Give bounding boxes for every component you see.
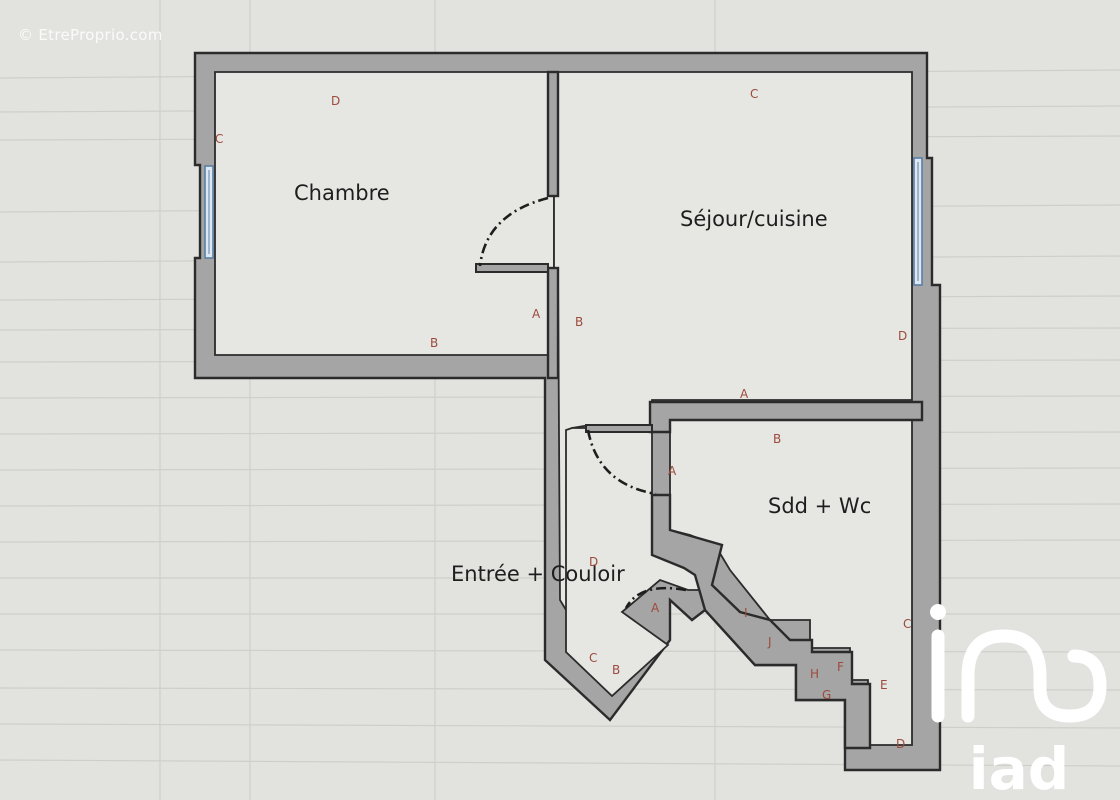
wall-letter: E (880, 678, 888, 692)
wall-letter: J (767, 635, 772, 649)
room-label-sdd: Sdd + Wc (768, 494, 871, 518)
wall-letter: B (575, 315, 583, 329)
room-label-chambre: Chambre (294, 181, 390, 205)
wall-letter: C (215, 132, 223, 146)
logo-mark (931, 629, 1107, 723)
wall-letters: D C B A C D B A B A C E D I J H G F D A … (215, 87, 911, 751)
room-labels: Chambre Séjour/cuisine Sdd + Wc Entrée +… (294, 181, 871, 586)
interior-walls (475, 70, 924, 750)
wall-letter: A (651, 601, 660, 615)
wall-letter: B (430, 336, 438, 350)
logo-dot (930, 604, 946, 620)
door-swing-sdd (624, 586, 687, 609)
wall-letter: D (898, 329, 907, 343)
wall-chambre-sejour (546, 70, 560, 198)
windows (204, 157, 923, 286)
watermark: © EtreProprio.com (18, 26, 163, 44)
iad-logo: iad (930, 604, 1107, 796)
door-swing-sejour (586, 429, 657, 496)
wall-letter: A (532, 307, 541, 321)
room-label-sejour: Séjour/cuisine (680, 207, 828, 231)
wall-letter: C (903, 617, 911, 631)
room-label-entree: Entrée + Couloir (451, 562, 625, 586)
wall-letter: B (612, 663, 620, 677)
wall-letter: A (740, 387, 749, 401)
wall-letter: D (589, 555, 598, 569)
door-stub-chambre (475, 263, 549, 273)
wall-letter: C (750, 87, 758, 101)
door-swings (478, 196, 687, 609)
wall-chambre-corridor (546, 266, 560, 380)
wall-letter: H (810, 667, 819, 681)
door-swing-chambre (478, 196, 549, 267)
room-chambre (214, 71, 555, 356)
wall-letter: F (837, 660, 844, 674)
door-stub-sejour (585, 424, 653, 433)
wall-letter: B (773, 432, 781, 446)
wall-sdd-corridor (650, 493, 872, 750)
wall-letter: C (589, 651, 597, 665)
rooms (214, 71, 913, 746)
wall-letter: D (896, 737, 905, 751)
logo-wordmark: iad (969, 735, 1070, 796)
wall-letter: A (668, 464, 677, 478)
wall-letter: D (331, 94, 340, 108)
wall-letter: I (744, 606, 748, 620)
wall-letter: G (822, 688, 831, 702)
